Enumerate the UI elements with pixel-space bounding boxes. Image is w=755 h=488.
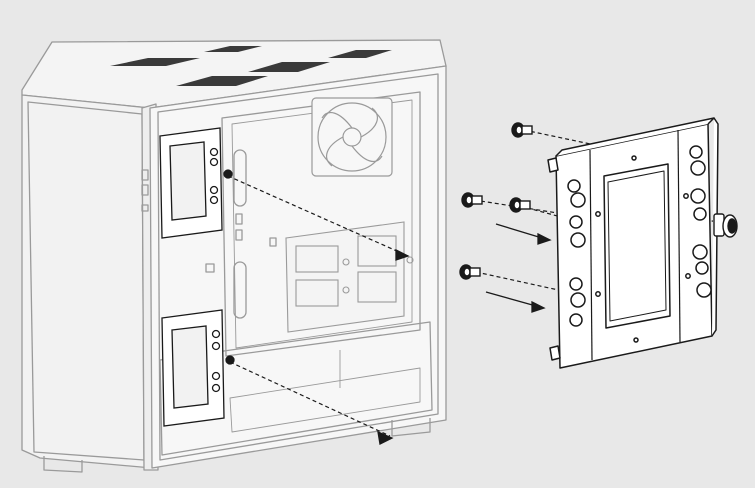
screw-3 <box>509 197 531 213</box>
screw-icon <box>459 122 533 280</box>
lower-mounted-bracket <box>161 309 235 427</box>
arrow-icon <box>377 223 552 445</box>
top-vent <box>110 46 392 86</box>
screw-2 <box>461 192 483 208</box>
motherboard-drive-cage <box>285 221 414 333</box>
ssd-bracket-icon <box>547 117 719 369</box>
upper-mounted-bracket <box>159 127 233 239</box>
screw-4 <box>459 264 481 280</box>
fan-icon <box>311 97 393 177</box>
screw-1 <box>511 122 533 138</box>
thumbscrew-icon <box>713 213 738 238</box>
